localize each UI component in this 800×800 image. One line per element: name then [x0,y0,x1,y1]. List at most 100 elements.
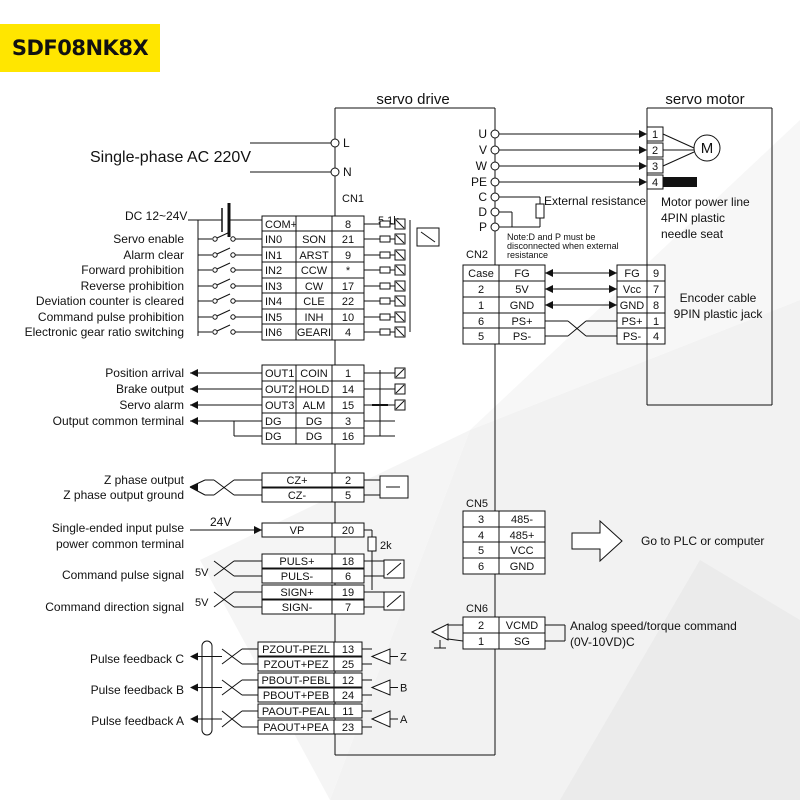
model-badge: SDF08NK8X [0,24,160,72]
cn5-label: CN5 [466,498,488,510]
regen-terminal [490,192,500,202]
zphase-number: 2 [345,475,351,487]
input-function-label: Reverse prohibition [81,279,184,293]
go-arrow-icon [571,519,623,563]
cn1-output-number: 1 [345,368,351,380]
switch-contact [212,283,218,289]
input-function-label: Deviation counter is cleared [36,294,184,308]
terminal-l-label: L [343,136,350,150]
diode-icon [395,327,405,337]
motor-title: servo motor [665,91,744,108]
diode-icon [395,265,405,275]
vp-signal: VP [290,525,305,537]
pulse-feedback-label: Pulse feedback C [90,652,184,666]
cn1-input-signal: SON [302,234,326,246]
twisted-pair-icon [221,710,243,728]
zphase-signal: CZ- [288,490,307,502]
cn1-output-pin: DG [265,431,282,443]
cn2-pin: 1 [478,300,484,312]
input-function-label: Command pulse prohibition [38,310,184,324]
encoder-num-box [646,327,666,345]
pulse-5v-label: 5V [195,567,209,579]
motor-pin-number: 3 [652,161,658,173]
cn1-input-number: 8 [345,219,351,231]
cn1-input-number: 21 [342,234,354,246]
model-name: SDF08NK8X [11,36,149,60]
cn6-signal: SG [514,636,530,648]
cn1-input-signal: ARST [299,250,329,262]
motor-symbol: M [701,140,714,157]
cn2-signal: GND [510,300,535,312]
twisted-pair-icon [221,648,243,665]
cn1-input-number: 9 [345,250,351,262]
feedback-signal: PZOUT+PEZ [263,659,328,671]
cn6-pin: 1 [478,636,484,648]
transistor-icon [395,384,405,394]
opamp-icon [430,623,449,641]
cn5-signal: 485- [511,514,533,526]
encoder-arrow-icon [609,269,617,277]
cn1-output-number: 15 [342,400,354,412]
terminal-n [330,167,340,177]
plc-label: Go to PLC or computer [641,534,764,548]
twisted-pair-icon [221,679,243,696]
switch-contact [212,329,218,335]
resistor-icon [379,297,391,305]
encoder-pin: 1 [653,316,659,328]
feedback-signal: PAOUT+PEA [263,722,329,734]
resistor-icon [379,266,391,274]
cn1-output-number: 14 [342,384,354,396]
output-function-label: Position arrival [105,366,184,380]
motor-power-line: needle seat [661,227,724,241]
feedback-number: 11 [342,706,353,718]
encoder-pin: 4 [653,331,659,343]
resistor-icon [379,328,391,336]
vp-label-2: power common terminal [56,537,184,551]
cn1-input-pin: IN3 [265,281,282,293]
feedback-arrow-icon [190,715,198,723]
cn2-label: CN2 [466,249,488,261]
cn1-output-pin: OUT1 [265,368,294,380]
pulse-signal: SIGN- [282,602,313,614]
encoder-arrow-icon [609,285,617,293]
line-driver-icon [370,648,391,665]
diode-icon [395,250,405,260]
switch-blade-icon [216,247,231,255]
switch-contact [230,298,236,304]
cn2-pin: 6 [478,316,484,328]
regen-note: resistance [507,250,548,260]
encoder-arrow-icon [545,269,553,277]
feedback-signal: PZOUT-PEZL [262,644,330,656]
cn1-input-pin: IN1 [265,250,282,262]
opto-coupler-icon [420,231,436,243]
diode-icon [395,281,405,291]
cn5-signal: 485+ [510,530,535,542]
zphase-wire [189,486,206,496]
zphase-arrow-icon [190,483,198,491]
shield-icon [201,640,213,736]
feedback-channel: B [400,683,407,695]
terminal-l [330,138,340,148]
motor-terminal [490,129,500,139]
cn5-pin: 4 [478,530,484,542]
motor-power-line: Motor power line [661,195,750,209]
cn1-input-number: 10 [342,312,354,324]
resistor-icon [379,251,391,259]
cn1-label: CN1 [342,193,364,205]
cn1-input-pin: COM+ [265,219,297,231]
zphase-label: Z phase output [104,473,185,487]
switch-blade-icon [216,231,231,239]
pulse-number: 7 [345,602,351,614]
input-function-label: Electronic gear ratio switching [25,325,184,339]
cn1-output-signal: DG [306,431,323,443]
encoder-arrow-icon [545,285,553,293]
terminal-n-label: N [343,165,352,179]
drive-title: servo drive [376,91,449,108]
dc-supply-label: DC 12~24V [125,209,187,223]
switch-contact [230,236,236,242]
resistor-icon [379,235,391,243]
regen-terminal-label: P [479,220,487,234]
feedback-channel: Z [400,652,407,664]
pulse-signal: PULS+ [279,556,314,568]
vp-arrow-icon [254,526,262,534]
